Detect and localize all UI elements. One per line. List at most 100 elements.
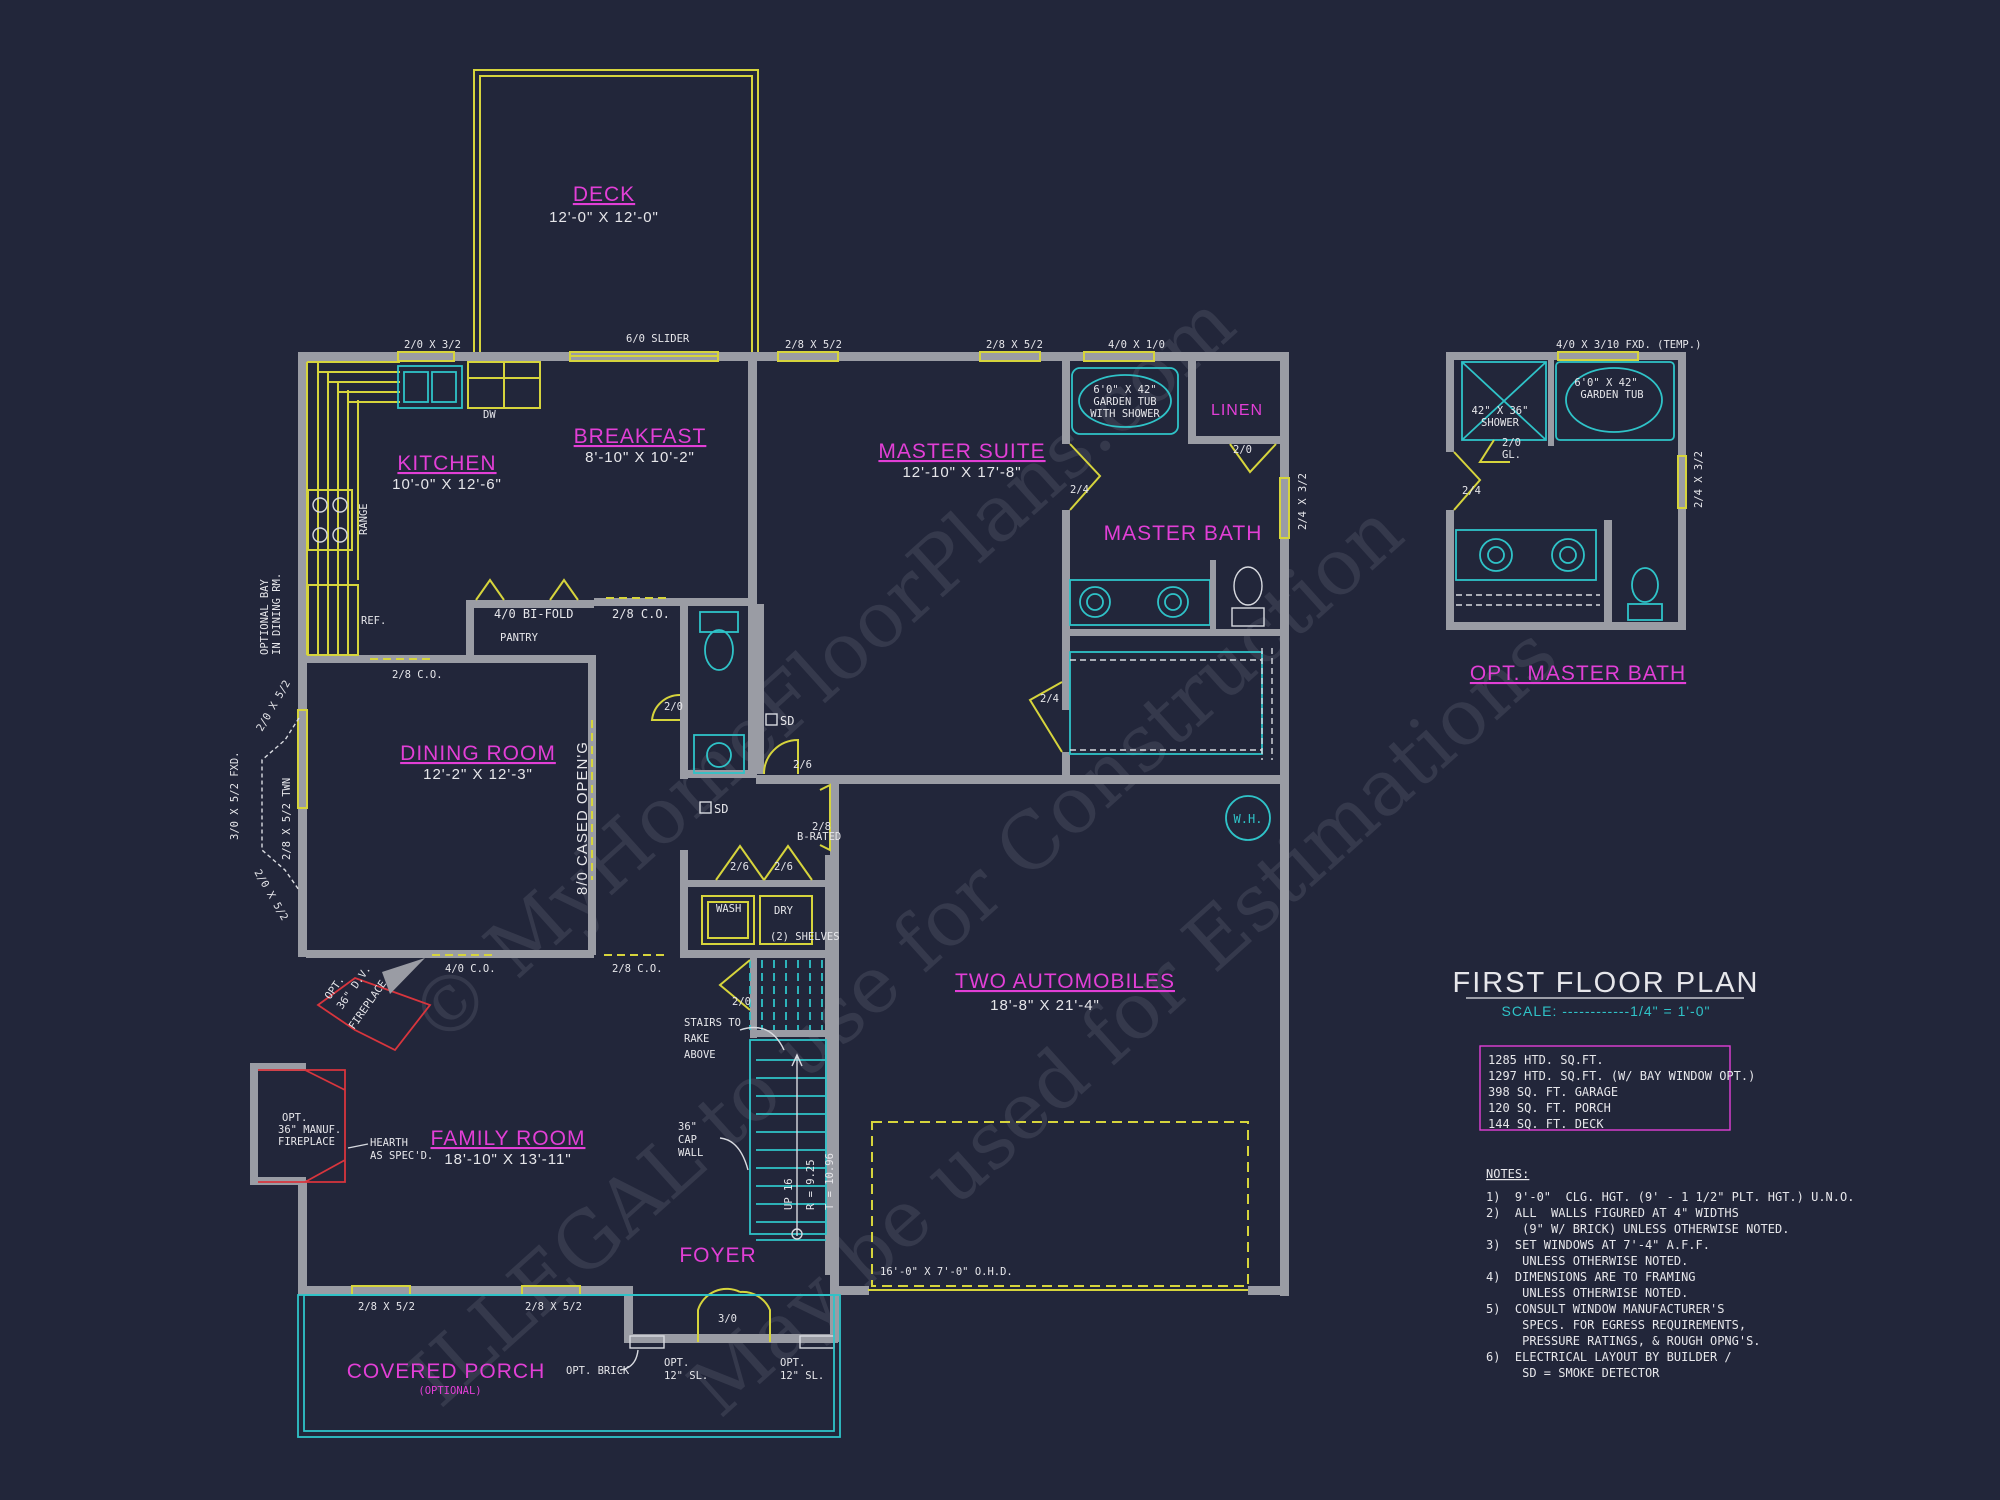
family-label: FAMILY ROOM: [431, 1127, 586, 1150]
manuf-fireplace-1: OPT.: [282, 1112, 307, 1124]
breakfast-label: BREAKFAST: [574, 425, 707, 448]
cap-wall-1: 36": [678, 1121, 697, 1133]
water-heater-label: W.H.: [1234, 812, 1263, 826]
manuf-fireplace-3: FIREPLACE: [278, 1136, 335, 1148]
window-bath-side-label: 2/4 X 3/2: [1297, 473, 1309, 530]
area-heated: 1285 HTD. SQ.FT.: [1488, 1053, 1604, 1067]
opt-window-label: 4/0 X 3/10 FXD. (TEMP.): [1556, 339, 1701, 351]
garage: W.H. TWO AUTOMOBILES 18'-8" X 21'-4" 16'…: [868, 795, 1271, 1291]
opt-door-label: 2/4: [1462, 485, 1481, 497]
laundry-door-1: 2/6: [730, 861, 749, 873]
sidelight-1-b: 12" SL.: [664, 1370, 708, 1382]
note-line: 4) DIMENSIONS ARE TO FRAMING: [1486, 1270, 1696, 1284]
hall-bath-door-label: 2/0: [664, 701, 683, 713]
area-garage: 398 SQ. FT. GARAGE: [1488, 1085, 1618, 1099]
notes: NOTES: 1) 9'-0" CLG. HGT. (9' - 1 1/2" P…: [1486, 1167, 1854, 1380]
pantry-label: PANTRY: [500, 632, 539, 644]
opt-gl-1: 2/0: [1502, 437, 1521, 449]
note-line: 3) SET WINDOWS AT 7'-4" A.F.F.: [1486, 1238, 1710, 1252]
window-bedroom2-label: 2/8 X 5/2: [986, 339, 1043, 351]
opt-gl-2: GL.: [1502, 449, 1521, 461]
kitchen: DW RANGE REF. KITCHEN 10'-0" X 12'-6" BR…: [306, 361, 707, 681]
master-bath-label: MASTER BATH: [1104, 522, 1263, 545]
opt-bath-label: OPT. MASTER BATH: [1470, 662, 1686, 685]
walls: [250, 352, 1289, 1343]
linen-label: LINEN: [1211, 402, 1263, 419]
opt-tub-label: GARDEN TUB: [1580, 389, 1643, 401]
note-line: 2) ALL WALLS FIGURED AT 4" WIDTHS: [1486, 1206, 1739, 1220]
area-porch: 120 SQ. FT. PORCH: [1488, 1101, 1611, 1115]
stairs-note-1: STAIRS TO: [684, 1017, 741, 1029]
notes-title: NOTES:: [1486, 1167, 1529, 1181]
bay-note-1: OPTIONAL BAY: [259, 578, 271, 655]
note-line: 5) CONSULT WINDOW MANUFACTURER'S: [1486, 1302, 1724, 1316]
manuf-fireplace-2: 36" MANUF.: [278, 1124, 341, 1136]
note-line: SPECS. FOR EGRESS REQUIREMENTS,: [1486, 1318, 1746, 1332]
range-label: RANGE: [358, 503, 370, 535]
stairs-risers-label: R = 9.25: [805, 1159, 817, 1210]
windows: 2/0 X 3/2 6/0 SLIDER 2/8 X 5/2 2/8 X 5/2…: [297, 333, 1309, 1313]
bay-note-2: IN DINING RM.: [271, 573, 283, 655]
master-suite-label: MASTER SUITE: [878, 440, 1045, 463]
bay-window-1: 3/0 X 5/2 FXD.: [229, 751, 241, 840]
kitchen-co-label: 2/8 C.O.: [392, 669, 443, 681]
garage-label: TWO AUTOMOBILES: [955, 970, 1175, 993]
dining-dim: 12'-2" X 12'-3": [423, 766, 533, 783]
garage-dim: 18'-8" X 21'-4": [990, 997, 1100, 1014]
hearth-1: HEARTH: [370, 1137, 408, 1149]
area-heated-bay: 1297 HTD. SQ.FT. (W/ BAY WINDOW OPT.): [1488, 1069, 1755, 1083]
opt-shower-label: SHOWER: [1481, 417, 1520, 429]
note-line: 6) ELECTRICAL LAYOUT BY BUILDER /: [1486, 1350, 1732, 1364]
sd-label-2: SD: [714, 802, 728, 816]
garage-door-label: 2/8: [812, 821, 831, 833]
sidelight-2-a: OPT.: [780, 1357, 805, 1369]
opt-window-side-label: 2/4 X 3/2: [1693, 451, 1705, 508]
linen-door-label: 2/0: [1233, 444, 1252, 456]
shelves-label: (2) SHELVES: [770, 931, 840, 943]
breakfast-dim: 8'-10" X 10'-2": [585, 449, 695, 466]
window-bedroom-label: 2/8 X 5/2: [785, 339, 842, 351]
bay-window-4: 2/0 X 5/2: [251, 868, 290, 923]
area-table: 1285 HTD. SQ.FT. 1297 HTD. SQ.FT. (W/ BA…: [1479, 1045, 1755, 1131]
window-kitchen-label: 2/0 X 3/2: [404, 339, 461, 351]
note-line: PRESSURE RATINGS, & ROUGH OPNG'S.: [1486, 1334, 1761, 1348]
hearth-2: AS SPEC'D.: [370, 1150, 433, 1162]
wash-label: WASH: [716, 903, 741, 915]
opt-brick-label: OPT. BRICK: [566, 1365, 630, 1377]
cap-wall-2: CAP: [678, 1134, 697, 1146]
ohd-label: 16'-0" X 7'-0" O.H.D.: [880, 1266, 1013, 1278]
window-bath-label: 4/0 X 1/0: [1108, 339, 1165, 351]
kitchen-dim: 10'-0" X 12'-6": [392, 476, 502, 493]
sidelight-1-a: OPT.: [664, 1357, 689, 1369]
deck: DECK 12'-0" X 12'-0": [473, 69, 759, 354]
opt-master-bath: 4/0 X 3/10 FXD. (TEMP.) 2/4 X 3/2 42" X …: [1446, 339, 1705, 685]
note-line: (9" W/ BRICK) UNLESS OTHERWISE NOTED.: [1486, 1222, 1789, 1236]
garden-tub-shower-label: WITH SHOWER: [1090, 408, 1160, 420]
master-suite-dim: 12'-10" X 17'-8": [902, 464, 1021, 481]
foyer-label: FOYER: [679, 1244, 756, 1267]
master-suite: MASTER SUITE 12'-10" X 17'-8" 2/4 2/4: [878, 440, 1273, 760]
stairs-up-label: UP 16: [783, 1178, 795, 1210]
hall-bath: 2/0 SD SD 2/6: [650, 604, 812, 816]
note-line: UNLESS OTHERWISE NOTED.: [1486, 1254, 1688, 1268]
laundry: 2/6 2/6 WASH DRY (2) SHELVES 2/8 B-RATED…: [678, 783, 841, 1241]
stairs-note-3: ABOVE: [684, 1049, 716, 1061]
window-family1-label: 2/8 X 5/2: [358, 1301, 415, 1313]
title-block: FIRST FLOOR PLAN SCALE: ------------1/4"…: [1452, 967, 1757, 1019]
deck-dim: 12'-0" X 12'-0": [549, 209, 659, 226]
opt-tub-dim: 6'0" X 42": [1574, 377, 1637, 389]
closet-door-label: 2/4: [1040, 693, 1059, 705]
hall-door-label: 2/6: [793, 759, 812, 771]
b-rated-label: B-RATED: [797, 831, 841, 843]
slider-label: 6/0 SLIDER: [626, 333, 690, 345]
dry-label: DRY: [774, 905, 794, 917]
hall-co-label: 2/8 C.O.: [612, 607, 670, 621]
bifold-label: 4/0 BI-FOLD: [494, 607, 573, 621]
master-door-label: 2/4: [1070, 484, 1089, 496]
family-room: OPT. 36" D.V. FIREPLACE OPT. 36" MANUF. …: [258, 954, 835, 1382]
ref-label: REF.: [361, 615, 386, 627]
front-door-label: 3/0: [718, 1313, 737, 1325]
foyer-co-label: 2/8 C.O.: [612, 963, 663, 975]
stair-closet-label: 2/0: [732, 996, 751, 1008]
sidelight-2-b: 12" SL.: [780, 1370, 824, 1382]
